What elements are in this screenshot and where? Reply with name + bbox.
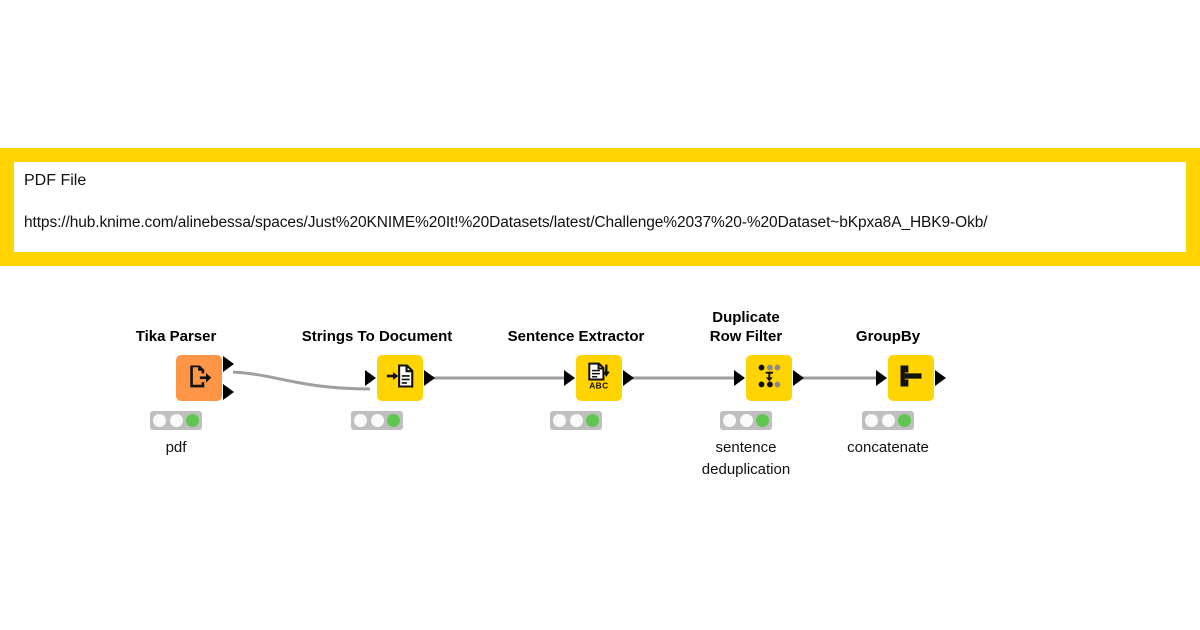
document-abc-icon: ABC [584,361,614,396]
status-dot-executed [897,414,911,427]
status-dot-executed [755,414,769,427]
node-status-sentence-extractor [550,411,602,430]
document-export-icon [185,362,213,395]
input-port-groupby[interactable] [876,370,887,386]
node-title-groupby: GroupBy [855,328,921,345]
output-port-duplicate-row-filter[interactable] [793,370,804,386]
node-sublabel-tika-parser: pdf [165,439,187,456]
node-sublabel-duplicate-row-filter: sentence deduplication [701,439,791,478]
node-box-tika-parser[interactable] [176,355,234,401]
node-status-duplicate-row-filter [720,411,772,430]
node-title-sentence-extractor: Sentence Extractor [507,328,645,345]
workflow-annotation-banner: PDF File https://hub.knime.com/alinebess… [0,148,1200,266]
status-dot-idle [553,414,567,427]
annotation-content-box: PDF File https://hub.knime.com/alinebess… [14,162,1186,252]
node-box-strings-to-document[interactable] [365,355,435,401]
node-title-line-1: Duplicate [712,309,780,326]
node-title-strings-to-document: Strings To Document [301,328,453,345]
node-title-tika-parser: Tika Parser [135,328,217,345]
input-port-duplicate-row-filter[interactable] [734,370,745,386]
status-dot-executed [185,414,199,427]
status-dot-queued [169,414,183,427]
status-dot-executed [386,414,400,427]
output-port-1-tika-parser[interactable] [223,356,234,372]
output-port-2-tika-parser[interactable] [223,384,234,400]
status-dot-queued [881,414,895,427]
output-port-groupby[interactable] [935,370,946,386]
arrow-into-document-icon [386,362,414,395]
input-port-strings-to-document[interactable] [365,370,376,386]
groupby-merge-icon [897,362,925,395]
connection-tika-to-strings [232,370,371,391]
node-sublabel-groupby: concatenate [847,439,929,456]
status-dot-queued [739,414,753,427]
svg-text:ABC: ABC [589,380,608,390]
status-dot-idle [354,414,368,427]
node-box-sentence-extractor[interactable]: ABC [564,355,634,401]
annotation-title: PDF File [24,172,87,189]
dedupe-dots-icon [754,361,784,396]
annotation-dataset-url[interactable]: https://hub.knime.com/alinebessa/spaces/… [24,214,988,231]
node-status-strings-to-document [351,411,403,430]
status-dot-idle [865,414,879,427]
node-box-groupby[interactable] [876,355,946,401]
status-dot-idle [153,414,167,427]
node-title-duplicate-row-filter: Duplicate Row Filter [681,308,811,346]
node-status-groupby [862,411,914,430]
status-dot-queued [370,414,384,427]
knime-workflow-canvas[interactable]: Tika Parser pdf Strings To Document [0,266,1200,630]
status-dot-executed [585,414,599,427]
node-box-duplicate-row-filter[interactable] [734,355,804,401]
node-status-tika-parser [150,411,202,430]
input-port-sentence-extractor[interactable] [564,370,575,386]
status-dot-idle [723,414,737,427]
output-port-strings-to-document[interactable] [424,370,435,386]
output-port-sentence-extractor[interactable] [623,370,634,386]
status-dot-queued [569,414,583,427]
node-title-line-2: Row Filter [709,328,783,345]
